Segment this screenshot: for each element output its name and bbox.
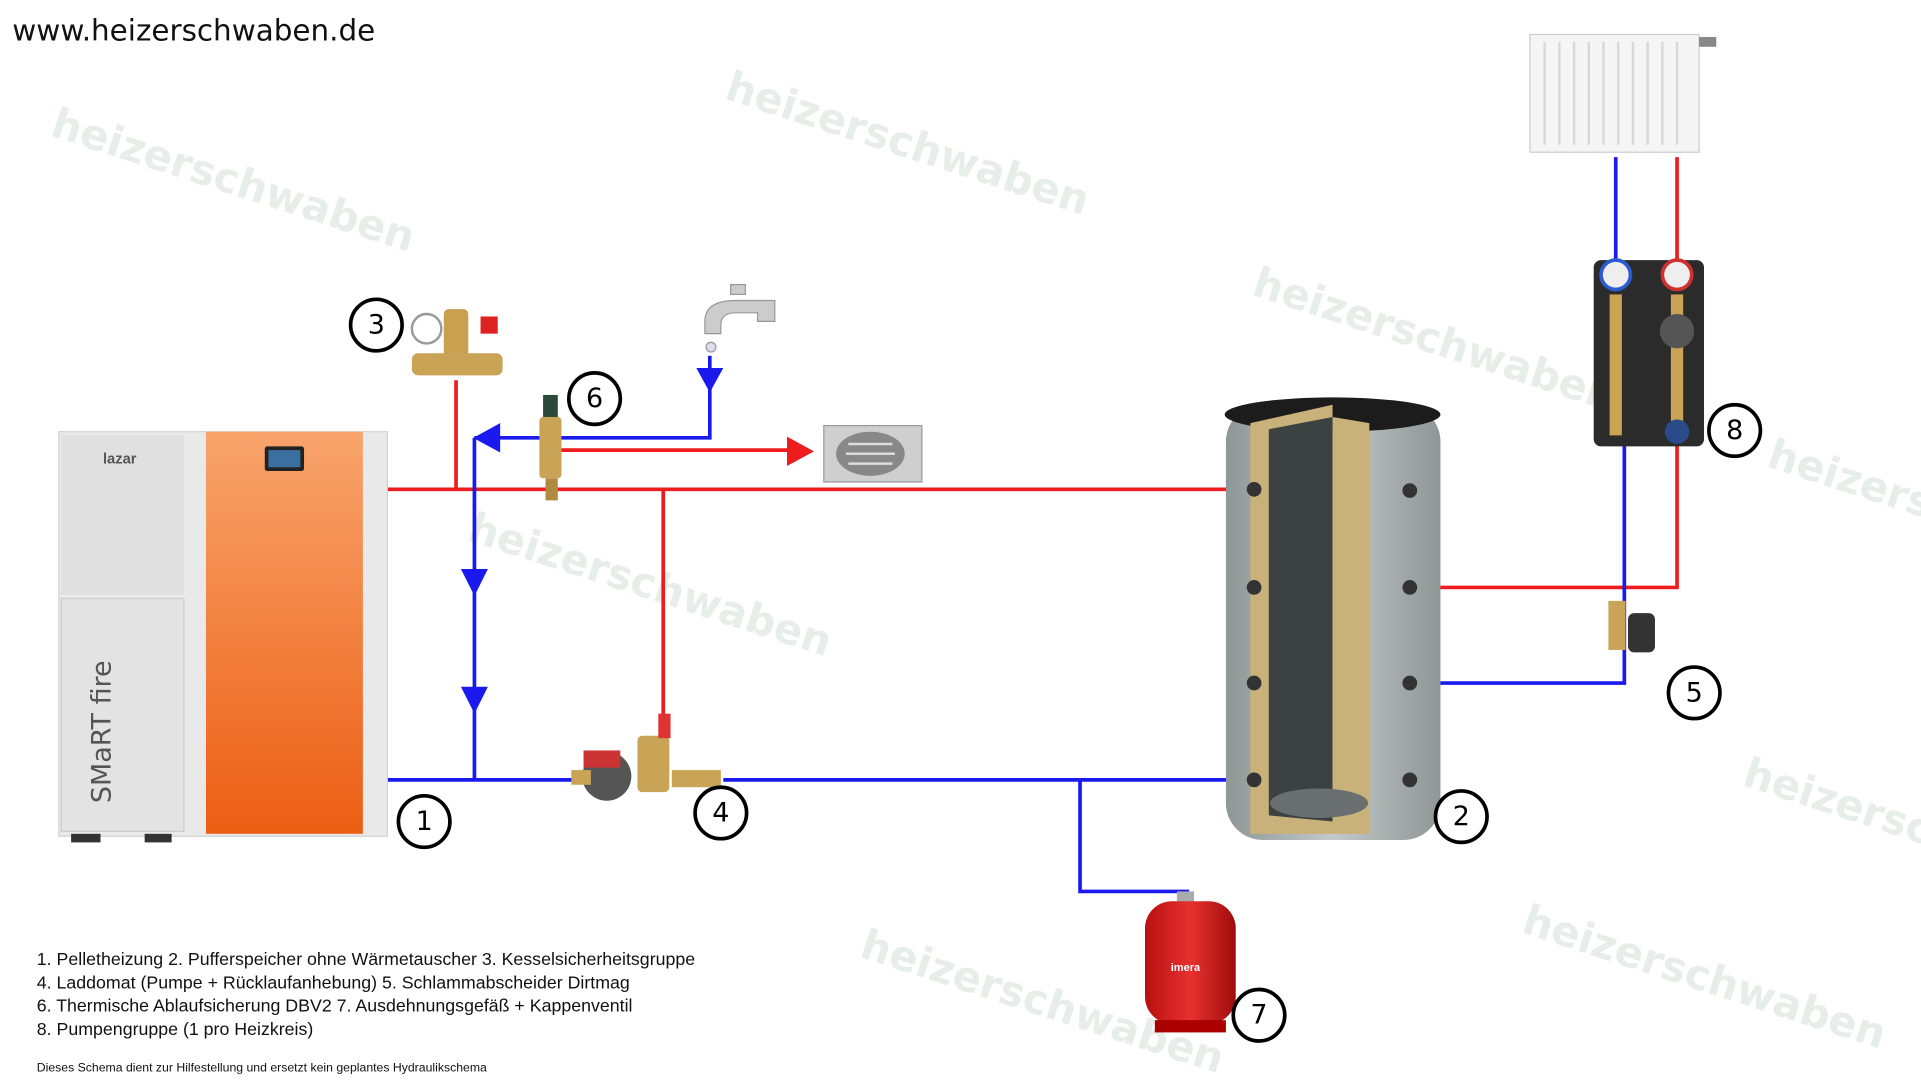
legend-line: 6. Thermische Ablaufsicherung DBV2 7. Au…: [37, 996, 633, 1016]
marker-2: 2: [1453, 801, 1470, 832]
arrow-down-icon: [460, 569, 488, 596]
marker-6: 6: [586, 383, 603, 414]
flow-arrow-icon: [787, 436, 815, 467]
marker-3: 3: [368, 310, 385, 341]
radiator: [1529, 33, 1717, 153]
buffer-tank: [1224, 397, 1441, 840]
number-markers: [348, 297, 1763, 1043]
watermark: heizerschwaben: [720, 61, 1095, 225]
boiler-model-label: SMaRT fire: [86, 660, 117, 803]
disclaimer: Dieses Schema dient zur Hilfestellung un…: [37, 1061, 487, 1075]
website-url[interactable]: www.heizerschwaben.de: [12, 14, 375, 48]
return-arrows: [460, 367, 724, 714]
marker-5: 5: [1686, 677, 1703, 708]
thermal-discharge-valve: [539, 394, 562, 501]
pump-group: [1593, 258, 1705, 447]
watermark: heizerschwaben: [463, 503, 838, 667]
floor-drain-icon: [823, 424, 923, 483]
arrow-down-icon: [460, 686, 488, 714]
legend-line: 8. Pumpengruppe (1 pro Heizkreis): [37, 1019, 314, 1039]
vessel-brand-logo: imera: [1171, 962, 1201, 974]
marker-7: 7: [1250, 1000, 1267, 1031]
dirt-separator: [1608, 600, 1655, 653]
legend-line: 1. Pelletheizung 2. Pufferspeicher ohne …: [37, 949, 695, 969]
marker-4: 4: [712, 797, 729, 828]
marker-1: 1: [416, 806, 433, 837]
water-tap-icon: [704, 283, 776, 353]
arrow-down-icon: [696, 367, 724, 393]
arrow-left-icon: [473, 423, 501, 453]
boiler-brand-logo: lazar: [103, 452, 137, 468]
legend: 1. Pelletheizung 2. Pufferspeicher ohne …: [37, 949, 695, 1075]
watermark: heizerschwaben: [46, 98, 421, 262]
expansion-vessel: imera: [1144, 891, 1236, 1033]
laddomat: [571, 713, 721, 801]
flow-pipes: [387, 157, 1679, 722]
legend-line: 4. Laddomat (Pumpe + Rücklaufanhebung) 5…: [37, 972, 630, 992]
watermark: heizerschwaben: [1762, 429, 1921, 593]
boiler-safety-group: [410, 309, 503, 376]
watermark: heizerschwaben: [1738, 748, 1921, 912]
marker-8: 8: [1726, 415, 1743, 446]
watermark: heizerschwaben: [1517, 895, 1892, 1059]
watermark: heizerschwaben: [1247, 257, 1622, 421]
pellet-boiler: lazar SMaRT fire: [58, 431, 389, 843]
